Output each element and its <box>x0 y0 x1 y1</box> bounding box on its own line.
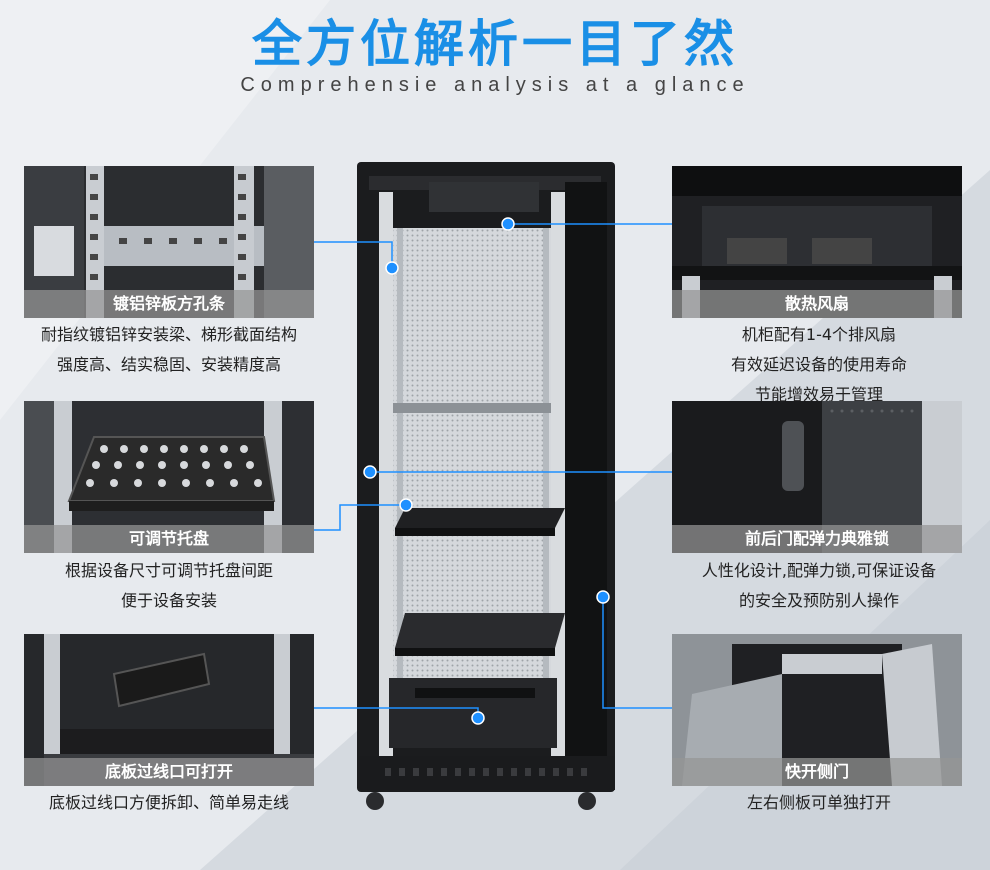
description-line: 机柜配有1-4个排风扇 <box>741 325 897 344</box>
server-cabinet-illustration <box>357 162 615 810</box>
hole-strips-caption: 镀铝锌板方孔条 <box>24 290 314 318</box>
feature-panel-bottom-cable-entry: 底板过线口可打开 <box>24 634 314 786</box>
quick-side-door-caption: 快开侧门 <box>672 758 962 786</box>
description-line: 便于设备安装 <box>120 591 217 610</box>
description-line: 有效延迟设备的使用寿命 <box>730 355 907 374</box>
cooling-fan-caption: 散热风扇 <box>672 290 962 318</box>
page-subtitle: Comprehensie analysis at a glance <box>240 74 750 96</box>
description-line: 的安全及预防别人操作 <box>738 591 899 610</box>
description-line: 强度高、结实稳固、安装精度高 <box>56 355 281 374</box>
adjustable-tray-description: 根据设备尺寸可调节托盘间距 便于设备安装 <box>14 556 324 616</box>
door-lock-description: 人性化设计,配弹力锁,可保证设备 的安全及预防别人操作 <box>664 556 974 616</box>
feature-panel-quick-side-door: 快开侧门 <box>672 634 962 786</box>
description-line: 人性化设计,配弹力锁,可保证设备 <box>701 561 937 580</box>
bottom-cable-entry-description: 底板过线口方便拆卸、简单易走线 <box>14 788 324 818</box>
hole-strips-description: 耐指纹镀铝锌安装梁、梯形截面结构 强度高、结实稳固、安装精度高 <box>14 320 324 380</box>
description-line: 左右侧板可单独打开 <box>746 793 891 812</box>
feature-panel-hole-strips: 镀铝锌板方孔条 <box>24 166 314 318</box>
description-line: 根据设备尺寸可调节托盘间距 <box>64 561 273 580</box>
feature-panel-cooling-fan: 散热风扇 <box>672 166 962 318</box>
adjustable-tray-caption: 可调节托盘 <box>24 525 314 553</box>
page-title: 全方位解析一目了然 <box>252 15 738 73</box>
cooling-fan-description: 机柜配有1-4个排风扇 有效延迟设备的使用寿命 节能增效易于管理 <box>664 320 974 410</box>
quick-side-door-description: 左右侧板可单独打开 <box>664 788 974 818</box>
bottom-cable-entry-caption: 底板过线口可打开 <box>24 758 314 786</box>
feature-panel-adjustable-tray: 可调节托盘 <box>24 401 314 553</box>
description-line: 耐指纹镀铝锌安装梁、梯形截面结构 <box>40 325 297 344</box>
door-lock-caption: 前后门配弹力典雅锁 <box>672 525 962 553</box>
feature-panel-door-lock: 前后门配弹力典雅锁 <box>672 401 962 553</box>
description-line: 底板过线口方便拆卸、简单易走线 <box>48 793 289 812</box>
description-line: 节能增效易于管理 <box>754 385 883 404</box>
